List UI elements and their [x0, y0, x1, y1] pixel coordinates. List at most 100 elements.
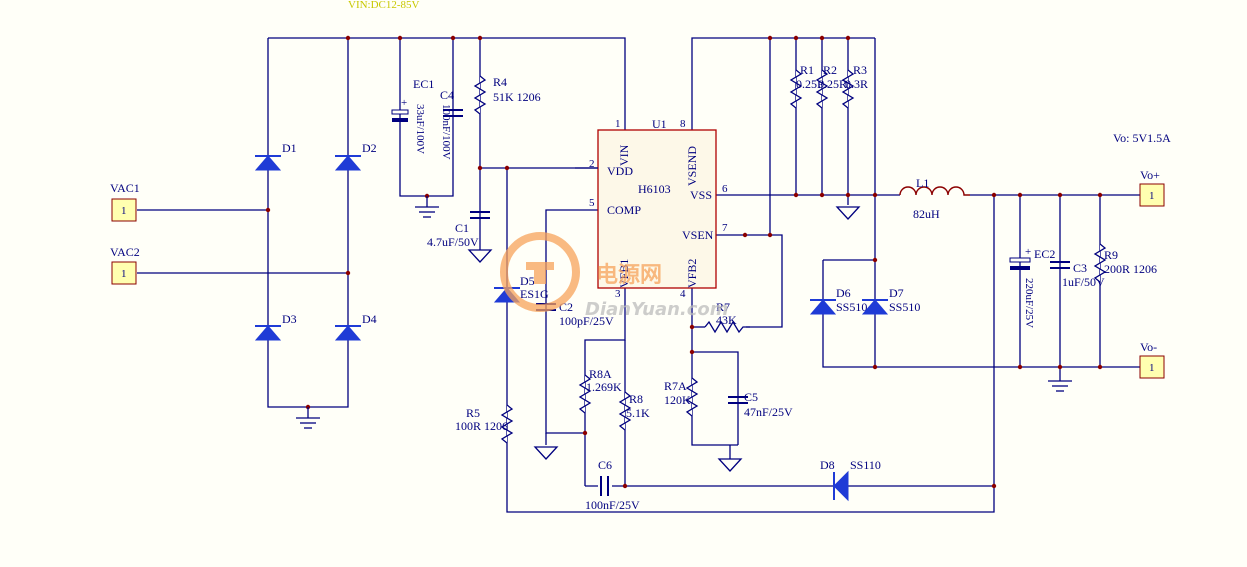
pin-num-vss: 6 — [722, 183, 728, 195]
component-ref: C6 — [598, 458, 612, 472]
pin-num-vdd: 2 — [589, 158, 595, 170]
component-value: 47nF/25V — [744, 405, 793, 419]
diode-ref: D2 — [362, 141, 377, 155]
component-ref: C1 — [455, 221, 469, 235]
capacitor-ec2: + EC2 220uF/25V — [1009, 246, 1055, 328]
component-ref: C3 — [1073, 261, 1087, 275]
signal-ground-icon — [467, 249, 493, 263]
component-value: 51K 1206 — [493, 90, 541, 104]
pin-vin: VIN — [617, 144, 631, 166]
component-value: 0.25R — [818, 77, 847, 91]
component-ref: R5 — [466, 406, 480, 420]
component-ref: R7 — [716, 300, 730, 314]
component-ref: L1 — [916, 176, 929, 190]
diode-d6: D6 SS510 — [809, 286, 867, 315]
diode-ref: D5 — [520, 274, 535, 288]
port-pin: 1 — [1149, 190, 1155, 202]
ground-icon — [296, 407, 320, 429]
diode-value: SS110 — [850, 458, 881, 472]
diode-ref: D1 — [282, 141, 297, 155]
diode-ref: D4 — [362, 312, 377, 326]
diode-d2: D2 — [334, 141, 377, 171]
ic-u1: U1 H6103 VDD COMP VSS VSEN VIN VSEND VFB… — [575, 117, 728, 300]
signal-ground-icon — [533, 446, 559, 460]
diode-d8: D8 SS110 — [820, 458, 881, 502]
capacitor-c1: C1 4.7uF/50V — [427, 211, 490, 249]
resistor-r5: R5 100R 1206 — [455, 404, 514, 444]
component-ref: R2 — [823, 63, 837, 77]
output-spec-label: Vo: 5V1.5A — [1113, 131, 1171, 145]
pin-comp: COMP — [607, 203, 641, 217]
port-pin: 1 — [121, 205, 127, 217]
capacitor-c5: C5 47nF/25V — [728, 390, 793, 419]
signal-ground-icon — [717, 458, 743, 472]
watermark-logo: 电源网 DianYuan.com — [500, 232, 729, 320]
ground-icon — [1048, 380, 1072, 392]
resistor-r8a: R8A 1.269K — [578, 367, 622, 414]
component-ref: R9 — [1104, 248, 1118, 262]
port-vo-minus: Vo- 1 — [1139, 340, 1165, 379]
diode-ref: D3 — [282, 312, 297, 326]
component-value: 5.1K — [626, 406, 650, 420]
pin-vsend: VSEND — [685, 146, 699, 186]
pin-vss: VSS — [690, 188, 712, 202]
pin-num-comp: 5 — [589, 197, 595, 209]
component-ref: R4 — [493, 75, 507, 89]
component-value: 220uF/25V — [1023, 278, 1035, 328]
pin-vfb2: VFB2 — [685, 259, 699, 288]
port-vo-plus: Vo+ 1 — [1139, 168, 1165, 207]
component-value: 120K — [664, 393, 691, 407]
diode-value: ES1G — [520, 287, 549, 301]
signal-ground-icon — [835, 206, 861, 220]
diode-d4: D4 — [334, 312, 377, 341]
component-value: 100pF/25V — [559, 314, 614, 328]
component-value: 100R 1206 — [455, 419, 508, 433]
diode-d3: D3 — [254, 312, 297, 341]
capacitor-c3: C3 1uF/50V — [1050, 261, 1105, 289]
port-vac2: VAC2 1 — [110, 245, 140, 285]
polarity-mark: + — [1025, 246, 1031, 258]
port-label: VAC1 — [110, 181, 140, 195]
component-ref: R1 — [800, 63, 814, 77]
component-ref: R7A — [664, 379, 687, 393]
polarity-mark: + — [401, 97, 407, 109]
component-value: 100nF/25V — [585, 498, 640, 512]
pin-vsen: VSEN — [682, 228, 714, 242]
resistor-r4: R4 51K 1206 — [473, 75, 541, 115]
input-voltage-note: VIN:DC12-85V — [348, 0, 420, 11]
port-pin: 1 — [1149, 362, 1155, 374]
pin-num-vfb2: 4 — [680, 288, 686, 300]
ground-icon — [415, 196, 439, 218]
component-ref: C4 — [440, 88, 454, 102]
ic-part: H6103 — [638, 182, 671, 196]
port-vac1: VAC1 1 — [110, 181, 140, 222]
watermark-en: DianYuan.com — [585, 299, 729, 320]
inductor-l1: L1 82uH — [899, 176, 970, 221]
pin-vdd: VDD — [607, 164, 633, 178]
capacitor-c4: C4 100nF/100V — [440, 88, 463, 160]
component-ref: R3 — [853, 63, 867, 77]
component-ref: EC2 — [1034, 247, 1055, 261]
capacitor-c6: C6 100nF/25V — [585, 458, 640, 512]
resistor-r8: R8 5.1K — [618, 391, 650, 431]
pin-num-vsend: 8 — [680, 118, 686, 130]
component-value: 33uF/100V — [414, 104, 426, 154]
watermark-cn: 电源网 — [596, 263, 662, 288]
component-value: 1.269K — [586, 380, 622, 394]
component-ref: EC1 — [413, 77, 434, 91]
component-value: 100nF/100V — [440, 104, 452, 160]
component-value: 4.7uF/50V — [427, 235, 479, 249]
pin-vfb1: VFB1 — [617, 259, 631, 288]
pin-num-vfb1: 3 — [615, 288, 621, 300]
pin-num-vin: 1 — [615, 118, 621, 130]
resistor-r3: R3 0.3R — [841, 63, 868, 109]
ic-ref: U1 — [652, 117, 667, 131]
component-value: 200R 1206 — [1104, 262, 1157, 276]
diode-value: SS510 — [889, 300, 920, 314]
diode-ref: D6 — [836, 286, 851, 300]
pin-num-vsen: 7 — [722, 222, 728, 234]
diode-ref: D7 — [889, 286, 904, 300]
port-label: VAC2 — [110, 245, 140, 259]
port-label: Vo+ — [1140, 168, 1160, 182]
